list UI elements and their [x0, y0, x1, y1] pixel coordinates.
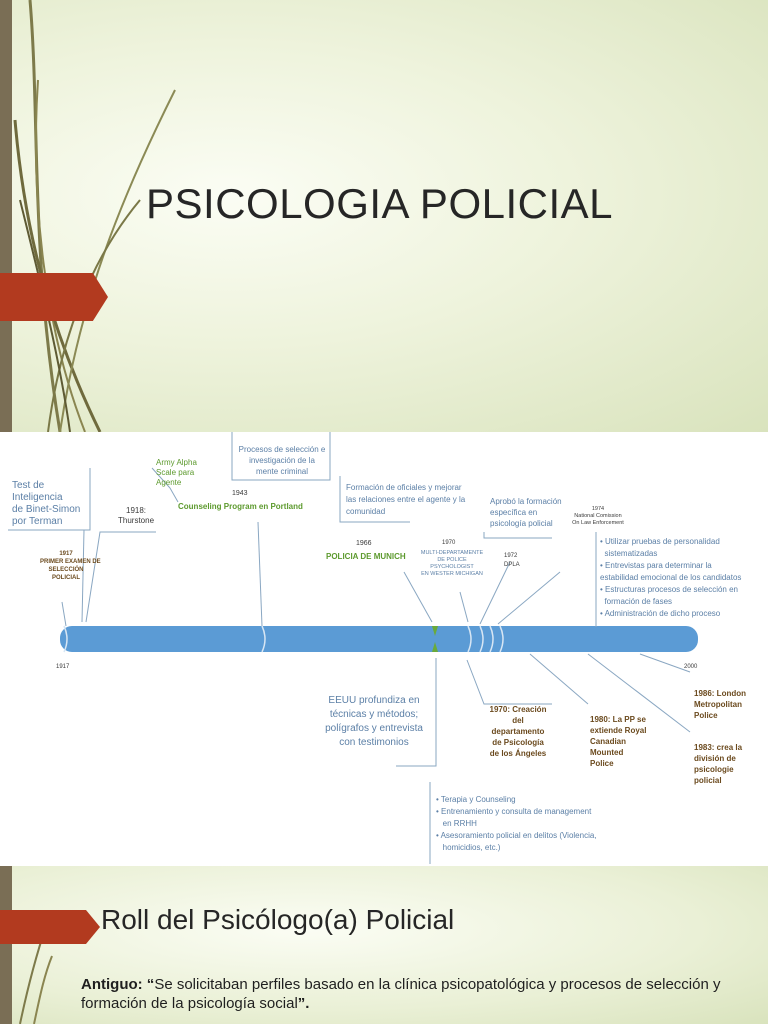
- list-item: • Entrevistas para determinar la: [600, 560, 741, 572]
- label-counseling-program: Counseling Program en Portland: [178, 502, 303, 511]
- label-policia-munich: POLICIA DE MUNICH: [326, 552, 406, 561]
- label-eeuu-profundiza: EEUU profundiza en técnicas y métodos; p…: [318, 694, 430, 750]
- label-procesos-seleccion: Procesos de selección e investigación de…: [236, 444, 328, 477]
- label-1943: 1943: [232, 490, 248, 497]
- list-item: en RRHH: [436, 818, 597, 830]
- title-slide: PSICOLOGIA POLICIAL: [0, 0, 768, 432]
- list-1974-objectives: • Utilizar pruebas de personalidad siste…: [600, 536, 741, 620]
- label-1917-primer-examen: 1917 PRIMER EXAMEN DE SELECCIÓN POLICIAL: [40, 550, 92, 582]
- timeline-slide: Test de Inteligencia de Binet-Simon por …: [0, 432, 768, 864]
- label-test-inteligencia: Test de Inteligencia de Binet-Simon por …: [12, 480, 80, 528]
- slide-title: PSICOLOGIA POLICIAL: [146, 180, 613, 228]
- timeline-bar: [60, 626, 698, 652]
- label-antiguo: Antiguo:: [81, 976, 143, 993]
- label-multi-departamente: MULTI-DEPARTAMENTE DE POLICE PSYCHOLOGIS…: [412, 550, 492, 578]
- list-bottom-functions: • Terapia y Counseling • Entrenamiento y…: [436, 794, 597, 854]
- list-item: sistematizadas: [600, 548, 741, 560]
- label-army-alpha: Army Alpha Scale para Agente: [156, 458, 197, 488]
- arrow-tab-decoration: [0, 910, 100, 944]
- label-end-year: 2000: [684, 664, 697, 670]
- label-1918-thurstone: 1918: Thurstone: [118, 506, 154, 526]
- label-formacion-oficiales: Formación de oficiales y mejorar las rel…: [346, 482, 465, 518]
- roll-slide: Roll del Psicólogo(a) Policial Antiguo: …: [0, 866, 768, 1024]
- label-1972-dpla: 1972 DPLA: [504, 552, 520, 570]
- list-item: estabilidad emocional de los candidatos: [600, 572, 741, 584]
- arrow-tab-decoration: [0, 273, 108, 321]
- list-item: • Administración de dicho proceso: [600, 608, 741, 620]
- label-1970-creacion: 1970: Creación del departamento de Psico…: [486, 704, 550, 759]
- slide-title: Roll del Psicólogo(a) Policial: [101, 904, 454, 936]
- body-text: Antiguo: “Se solicitaban perfiles basado…: [81, 975, 721, 1013]
- list-item: homicidios, etc.): [436, 842, 597, 854]
- label-1966: 1966: [356, 540, 372, 547]
- label-1986-london: 1986: London Metropolitan Police: [694, 688, 746, 721]
- label-1970: 1970: [442, 540, 455, 546]
- list-item: • Utilizar pruebas de personalidad: [600, 536, 741, 548]
- label-1980-royal-canadian: 1980: La PP se extiende Royal Canadian M…: [590, 714, 646, 769]
- list-item: • Entrenamiento y consulta de management: [436, 806, 597, 818]
- label-aprobo-formacion: Aprobó la formación específica en psicol…: [490, 496, 562, 529]
- list-item: • Asesoramiento policial en delitos (Vio…: [436, 830, 597, 842]
- list-item: • Estructuras procesos de selección en: [600, 584, 741, 596]
- list-item: formación de fases: [600, 596, 741, 608]
- label-1983-division: 1983: crea la división de psicologie pol…: [694, 742, 742, 786]
- list-item: • Terapia y Counseling: [436, 794, 597, 806]
- label-start-year: 1917: [56, 664, 69, 670]
- label-1974-national-comission: 1974 National Comission On Law Enforceme…: [564, 506, 632, 527]
